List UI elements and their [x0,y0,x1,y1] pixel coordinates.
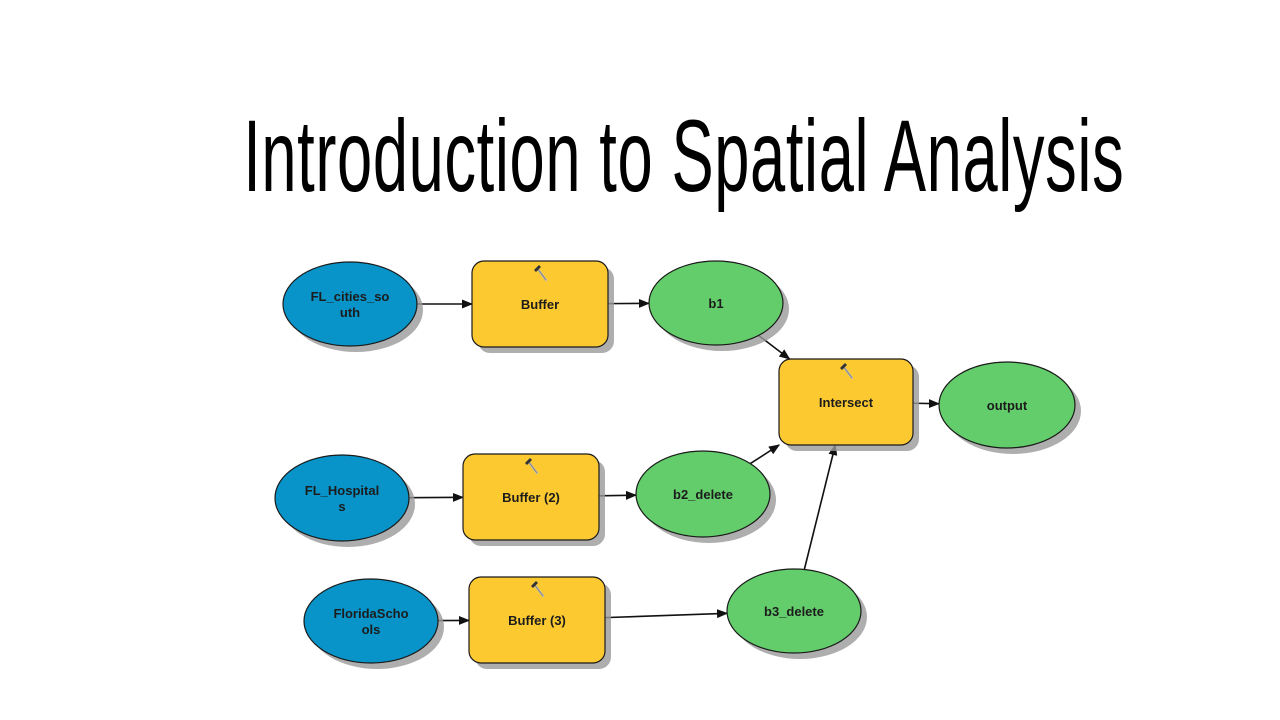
edge-b3_delete-to-intersect [803,443,838,570]
node-label: FloridaScho [333,606,408,621]
edge-buffer3-to-b3_delete [604,609,729,619]
node-buffer3[interactable]: Buffer (3) [468,576,611,669]
node-label: Buffer (3) [508,613,566,628]
node-label: s [338,499,345,514]
node-label: Intersect [819,395,874,410]
node-label: b2_delete [673,487,733,502]
node-label: uth [340,305,360,320]
node-label: Buffer [521,297,559,312]
node-label: b3_delete [764,604,824,619]
node-intersect[interactable]: Intersect [778,358,919,451]
node-b1[interactable]: b1 [648,260,789,351]
hammer-icon [531,581,545,598]
node-buffer1[interactable]: Buffer [471,260,614,353]
node-label: b1 [708,296,723,311]
edge-buffer2-to-b2_delete [598,490,638,500]
hammer-icon [534,265,548,282]
node-output[interactable]: output [938,361,1081,454]
node-label: Buffer (2) [502,490,560,505]
node-label: ols [362,622,381,637]
page-title: Introduction to Spatial Analysis [243,99,1125,213]
node-b3-delete[interactable]: b3_delete [726,568,867,659]
hammer-icon [525,458,539,475]
node-label: FL_Hospital [305,483,379,498]
node-label: FL_cities_so [311,289,390,304]
node-b2-delete[interactable]: b2_delete [635,450,776,543]
edge-b2_delete-to-intersect [749,444,781,465]
node-label: output [987,398,1028,413]
hammer-icon [840,363,854,380]
node-buffer2[interactable]: Buffer (2) [462,453,605,546]
